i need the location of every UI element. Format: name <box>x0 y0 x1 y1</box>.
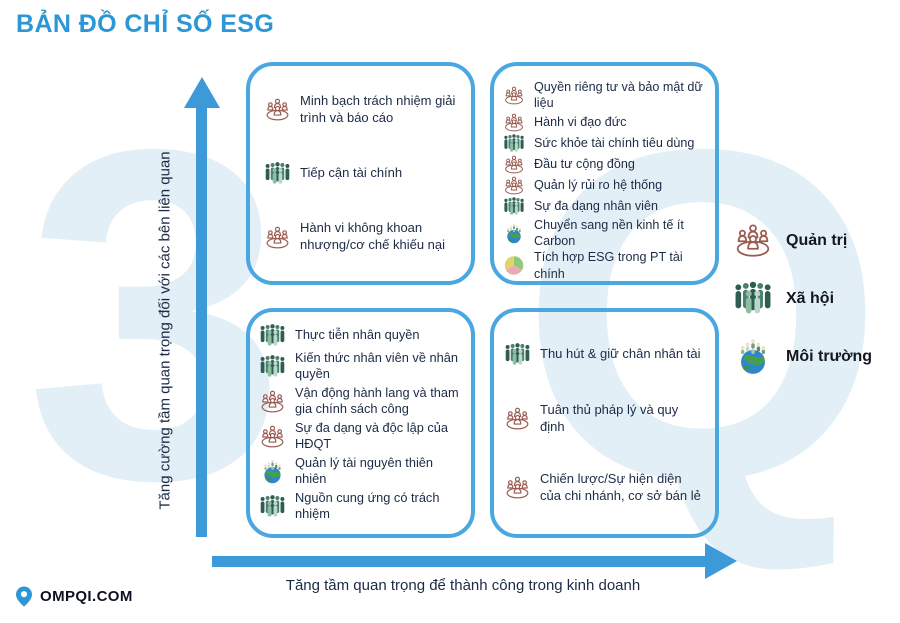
quadrant-item: Quản lý tài nguyên thiên nhiên <box>259 455 462 488</box>
quadrant-item: Đầu tư cộng đồng <box>503 154 706 175</box>
social-icon <box>503 133 525 154</box>
environment-icon <box>503 223 525 244</box>
quadrant-item: Tiếp cận tài chính <box>264 161 457 186</box>
governance-icon <box>503 154 525 175</box>
quadrant-item: Vận động hành lang và tham gia chính sác… <box>259 385 462 418</box>
item-label: Tích hợp ESG trong PT tài chính <box>534 250 683 281</box>
y-axis-label: Tăng cường tầm quan trọng đối với các bê… <box>156 151 174 510</box>
quadrant-item: Sức khỏe tài chính tiêu dùng <box>503 133 706 154</box>
quadrant-item: Hành vi đạo đức <box>503 112 706 133</box>
item-label: Quản lý rủi ro hệ thống <box>534 178 663 193</box>
quadrant-item: Chiến lược/Sự hiện diện của chi nhánh, c… <box>504 471 705 505</box>
quadrant-item: Hành vi không khoan nhượng/cơ chế khiếu … <box>264 220 457 254</box>
social-icon <box>259 323 286 348</box>
social-icon <box>503 196 525 217</box>
item-label: Thực tiễn nhân quyền <box>295 327 420 343</box>
legend-item: Xã hội <box>733 280 872 317</box>
quadrant-item: Nguồn cung ứng có trách nhiệm <box>259 490 462 523</box>
y-axis-arrow-head-icon <box>184 77 220 108</box>
legend-item: Quản trị <box>733 222 872 259</box>
item-label: Hành vi không khoan nhượng/cơ chế khiếu … <box>300 220 446 253</box>
item-label: Xã hội <box>786 289 835 307</box>
quadrant-item: Minh bạch trách nhiệm giải trình và báo … <box>264 93 457 127</box>
item-label: Vận động hành lang và tham gia chính sác… <box>295 384 459 417</box>
item-label: Quản lý tài nguyên thiên nhiên <box>295 454 434 487</box>
x-axis-arrow-head-icon <box>705 543 737 579</box>
y-axis-arrow-shaft <box>196 104 207 537</box>
item-label: Quản trị <box>786 231 848 249</box>
item-label: Môi trường <box>786 347 873 365</box>
item-label: Sự đa dạng nhân viên <box>534 199 658 214</box>
item-label: Sự đa dạng và độc lập của HĐQT <box>295 419 448 452</box>
legend-item: Môi trường <box>733 338 872 375</box>
quadrant-item: Tuân thủ pháp lý và quy định <box>504 402 705 436</box>
governance-icon <box>504 475 531 500</box>
social-icon <box>259 354 286 379</box>
governance-icon <box>733 222 773 259</box>
quadrant-item: Chuyển sang nền kinh tế ít Carbon <box>503 217 706 250</box>
item-label: Kiến thức nhân viên về nhân quyền <box>295 349 458 382</box>
brand: OMPQI.COM <box>16 586 133 607</box>
quadrant-item: Kiến thức nhân viên về nhân quyền <box>259 350 462 383</box>
x-axis-label: Tăng tầm quan trọng để thành công trong … <box>285 577 641 594</box>
quadrant-item: Sự đa dạng và độc lập của HĐQT <box>259 420 462 453</box>
governance-icon <box>259 389 286 414</box>
item-label: Hành vi đạo đức <box>534 115 627 130</box>
governance-icon <box>264 225 291 250</box>
quadrant-item: Quản lý rủi ro hệ thống <box>503 175 706 196</box>
brand-name: OMPQI.COM <box>40 588 133 605</box>
page-title: BẢN ĐỒ CHỈ SỐ ESG <box>16 10 275 38</box>
item-label: Quyền riêng tư và bảo mật dữ liệu <box>534 80 703 111</box>
governance-icon <box>504 406 531 431</box>
item-label: Chiến lược/Sự hiện diện của chi nhánh, c… <box>540 470 701 503</box>
location-pin-icon <box>16 586 32 607</box>
environment-icon <box>259 459 286 484</box>
governance-icon <box>503 175 525 196</box>
quadrant-item: Thu hút & giữ chân nhân tài <box>504 342 705 367</box>
governance-icon <box>264 97 291 122</box>
item-label: Nguồn cung ứng có trách nhiệm <box>295 489 440 522</box>
item-label: Thu hút & giữ chân nhân tài <box>540 345 701 361</box>
esg-icon <box>503 255 525 276</box>
quadrant-item: Tích hợp ESG trong PT tài chính <box>503 249 706 282</box>
quadrant-item: Thực tiễn nhân quyền <box>259 323 462 348</box>
governance-icon <box>259 424 286 449</box>
item-label: Tuân thủ pháp lý và quy định <box>540 401 679 434</box>
quadrant-top-left: Minh bạch trách nhiệm giải trình và báo … <box>246 62 475 285</box>
item-label: Chuyển sang nền kinh tế ít Carbon <box>534 217 684 249</box>
x-axis-arrow-shaft <box>212 556 709 567</box>
social-icon <box>504 342 531 367</box>
quadrant-item: Sự đa dạng nhân viên <box>503 196 706 217</box>
social-icon <box>259 494 286 519</box>
item-label: Đầu tư cộng đồng <box>534 157 635 172</box>
governance-icon <box>503 112 525 133</box>
item-label: Sức khỏe tài chính tiêu dùng <box>534 136 695 151</box>
governance-icon <box>503 85 525 106</box>
quadrant-item: Quyền riêng tư và bảo mật dữ liệu <box>503 79 706 112</box>
social-icon <box>264 161 291 186</box>
social-icon <box>733 280 773 317</box>
watermark-glyph-3: 3 <box>25 52 287 577</box>
item-label: Tiếp cận tài chính <box>300 165 403 181</box>
environment-icon <box>733 338 773 375</box>
item-label: Minh bạch trách nhiệm giải trình và báo … <box>300 93 456 125</box>
